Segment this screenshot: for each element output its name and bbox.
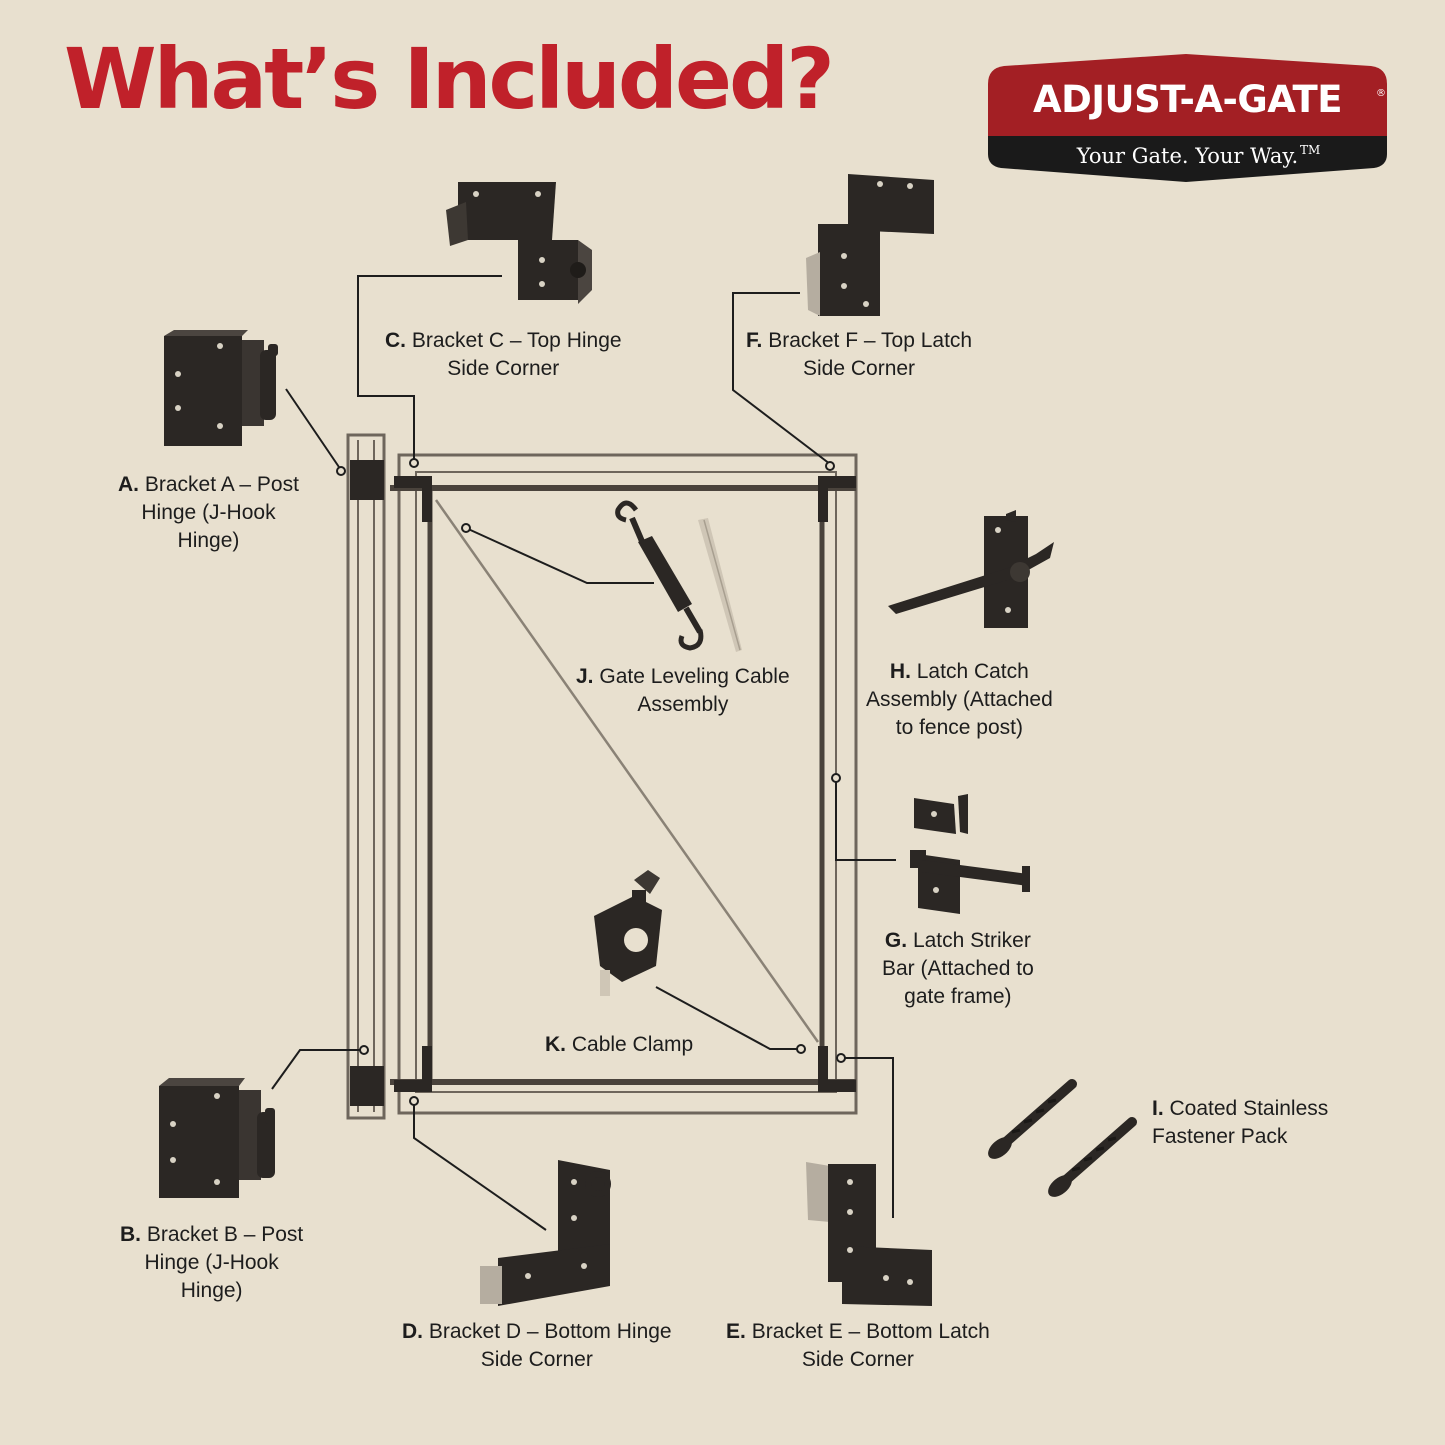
latch-catch-icon: [888, 510, 1054, 628]
turnbuckle-icon: [615, 500, 742, 652]
page-title: What’s Included?: [64, 30, 835, 128]
fence-post: [346, 433, 386, 1120]
trademark-mark: TM: [1300, 143, 1320, 157]
screw-icon: [988, 1079, 1077, 1159]
gate-frame: [390, 453, 858, 1115]
label-leveling-cable: J. Gate Leveling Cable Assembly: [576, 665, 790, 716]
label-bracket-e: E. Bracket E – Bottom Latch Side Corner: [726, 1320, 990, 1371]
leader-dots: [336, 458, 846, 1106]
registered-mark: ®: [1376, 88, 1386, 99]
latch-striker-icon: [910, 794, 1030, 914]
label-fastener-pack: I. Coated Stainless Fastener Pack: [1152, 1097, 1329, 1148]
corner-bracket-icon: [446, 182, 592, 304]
corner-bracket-icon: [806, 174, 934, 316]
screw-icon: [1048, 1117, 1137, 1197]
brand-logo: ® TM ADJUST-A-GATE Your Gate. Your Way.: [986, 52, 1389, 186]
leader-lines: [271, 275, 896, 1231]
label-bracket-c: C. Bracket C – Top Hinge Side Corner: [385, 329, 622, 380]
corner-bracket-icon: [806, 1162, 932, 1306]
j-hook-hinge-icon: [164, 330, 278, 446]
label-cable-clamp: K. Cable Clamp: [545, 1033, 694, 1056]
cable-clamp-icon: [594, 870, 662, 996]
brand-badge-shape: ® TM: [988, 54, 1387, 182]
label-bracket-f: F. Bracket F – Top Latch Side Corner: [746, 329, 973, 380]
brand-name: ADJUST-A-GATE: [1032, 78, 1343, 121]
frame-hardware: [350, 460, 856, 1106]
label-bracket-d: D. Bracket D – Bottom Hinge Side Corner: [402, 1320, 672, 1371]
j-hook-hinge-icon: [159, 1078, 275, 1198]
corner-bracket-icon: [480, 1160, 611, 1306]
leveling-cable: [434, 499, 820, 1043]
brand-tagline: Your Gate. Your Way.: [1076, 144, 1299, 168]
